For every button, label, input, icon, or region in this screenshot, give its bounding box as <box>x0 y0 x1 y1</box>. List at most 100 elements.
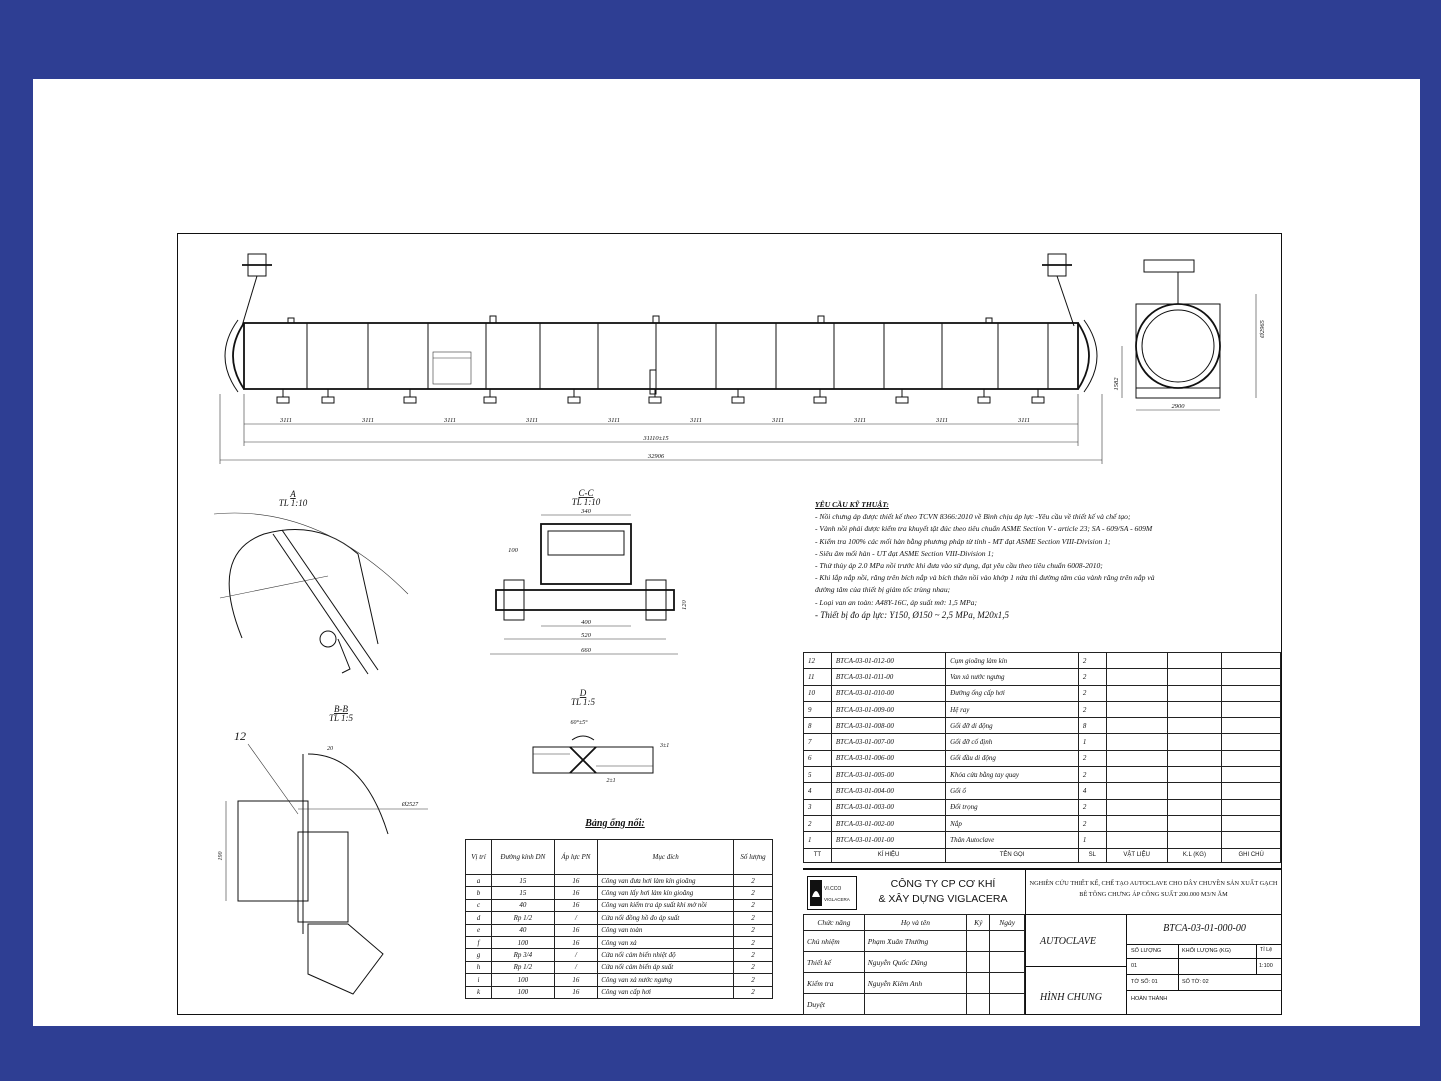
signer-name <box>863 993 968 1015</box>
autoclave-elevation: 3111 3111 3111 3111 3111 3111 3111 3111 … <box>219 253 1103 464</box>
connection-diameter: 40 <box>491 898 555 913</box>
d-gap-dim: 2±1 <box>606 778 615 784</box>
cc-side-dim: 100 <box>508 547 519 554</box>
bom-code: BTCA-03-01-007-00 <box>830 733 947 751</box>
connection-position: k <box>464 985 493 999</box>
bom-index: 6 <box>803 749 832 768</box>
span-dim: 3111 <box>935 417 948 424</box>
bom-mass <box>1166 651 1223 670</box>
bom-material <box>1105 651 1168 670</box>
signer-signature <box>966 972 991 994</box>
bom-header-cell: TT <box>803 847 832 863</box>
sheet-number: TỜ SỐ: 01 <box>1131 979 1158 985</box>
connection-diameter: Rp 3/4 <box>491 948 555 962</box>
section-cc-label: C-C <box>578 488 594 498</box>
bom-index: 10 <box>803 684 832 702</box>
bom-index: 12 <box>803 651 832 670</box>
bom-note <box>1221 831 1281 849</box>
requirement-line: - Khi lắp nắp nồi, răng trên bích nắp và… <box>815 573 1155 583</box>
connection-position: a <box>464 873 493 888</box>
bom-mass <box>1166 766 1223 784</box>
span-dim: 3111 <box>279 417 292 424</box>
d-angle-dim: 60°±5° <box>570 719 588 726</box>
title-block: VI.CCO VIGLACERA CÔNG TY CP CƠ KHÍ & XÂY… <box>803 868 1282 1015</box>
connection-qty: 2 <box>733 873 773 888</box>
slide-canvas: 3111 3111 3111 3111 3111 3111 3111 3111 … <box>33 79 1420 1026</box>
connection-qty: 2 <box>733 911 773 925</box>
connection-pressure: 16 <box>553 886 599 900</box>
bom-material <box>1105 733 1168 751</box>
span-dim: 3111 <box>443 417 456 424</box>
bom-material <box>1105 798 1168 816</box>
connection-diameter: 100 <box>491 973 555 987</box>
bom-mass <box>1166 668 1223 686</box>
bom-name: Gối đỡ di động <box>945 717 1079 735</box>
connection-qty: 2 <box>733 973 773 987</box>
signer-name: Nguyễn Kiêm Anh <box>863 972 968 994</box>
section-bb-label: B-B <box>334 704 348 714</box>
signer-signature <box>966 951 991 973</box>
connection-diameter: 100 <box>491 985 555 999</box>
span-dim: 3111 <box>525 417 538 424</box>
section-bb-scale: TL 1:5 <box>329 713 354 723</box>
connections-header-cell: Số lượng <box>733 839 773 875</box>
requirement-line: đường tâm của thiết bị giảm tốc trùng nh… <box>815 585 951 595</box>
bom-qty: 8 <box>1077 717 1107 735</box>
bom-code: BTCA-03-01-002-00 <box>830 814 947 833</box>
signer-role: Thiết kế <box>803 951 865 973</box>
bb-dia-dim: Ø2527 <box>401 802 419 808</box>
bom-note <box>1221 798 1281 816</box>
connection-purpose: Công van cấp hơi <box>597 985 735 999</box>
bom-qty: 1 <box>1077 831 1107 849</box>
mass-label: KHỐI LƯỢNG (KG) <box>1182 948 1231 954</box>
drawing-names: AUTOCLAVE HÌNH CHUNG <box>1025 914 1127 1015</box>
connection-position: i <box>464 973 493 987</box>
bb-ref-12: 12 <box>234 729 246 743</box>
connections-title: Bảng ống nối: <box>584 818 644 829</box>
bom-name: Đối trọng <box>945 798 1079 816</box>
connection-purpose: Công van kiểm tra áp suất khi mở nồi <box>597 898 735 913</box>
bom-mass <box>1166 831 1223 849</box>
connection-diameter: Rp 1/2 <box>491 911 555 925</box>
section-bb-view: B-B TL 1:5 12 Ø2527 20 190 <box>218 704 428 995</box>
connection-purpose: Công van lấy hơi làm kín gioăng <box>597 886 735 900</box>
bom-header-cell: VẬT LIỆU <box>1105 847 1168 863</box>
section-cc-view: C-C TL 1:10 340 400 520 660 120 100 <box>490 488 688 655</box>
drawing-subname: HÌNH CHUNG <box>1040 992 1102 1003</box>
connection-position: e <box>464 923 493 937</box>
bom-material <box>1105 782 1168 800</box>
bom-code: BTCA-03-01-010-00 <box>830 684 947 702</box>
bom-index: 1 <box>803 831 832 849</box>
title-block-header: VI.CCO VIGLACERA CÔNG TY CP CƠ KHÍ & XÂY… <box>803 870 1281 915</box>
connection-pressure: / <box>553 911 599 925</box>
bom-note <box>1221 717 1281 735</box>
bom-index: 11 <box>803 668 832 686</box>
span-dim: 3111 <box>771 417 784 424</box>
signer-date <box>989 993 1025 1015</box>
cc-mid-dim: 520 <box>581 632 592 639</box>
requirement-line: - Thiết bị đo áp lực: Y150, Ø150 ~ 2,5 M… <box>815 609 1010 620</box>
span-dim: 3111 <box>689 417 702 424</box>
bom-note <box>1221 651 1281 670</box>
bom-name: Thân Autoclave <box>945 831 1079 849</box>
logo-text: VIGLACERA <box>824 897 850 902</box>
bom-name: Van xả nước ngưng <box>945 668 1079 686</box>
end-width-dim: 2900 <box>1172 403 1186 410</box>
span-dim: 3111 <box>853 417 866 424</box>
bom-note <box>1221 766 1281 784</box>
bom-qty: 2 <box>1077 766 1107 784</box>
end-height-dim: 1582 <box>1113 377 1120 391</box>
signature-row: Duyệt <box>803 993 1025 1015</box>
connection-position: d <box>464 911 493 925</box>
drawing-sheet: 3111 3111 3111 3111 3111 3111 3111 3111 … <box>177 233 1282 1015</box>
requirement-line: - Vành nồi phải được kiểm tra khuyết tật… <box>815 524 1153 534</box>
connection-purpose: Cửa nối đồng hồ đo áp suất <box>597 911 735 925</box>
